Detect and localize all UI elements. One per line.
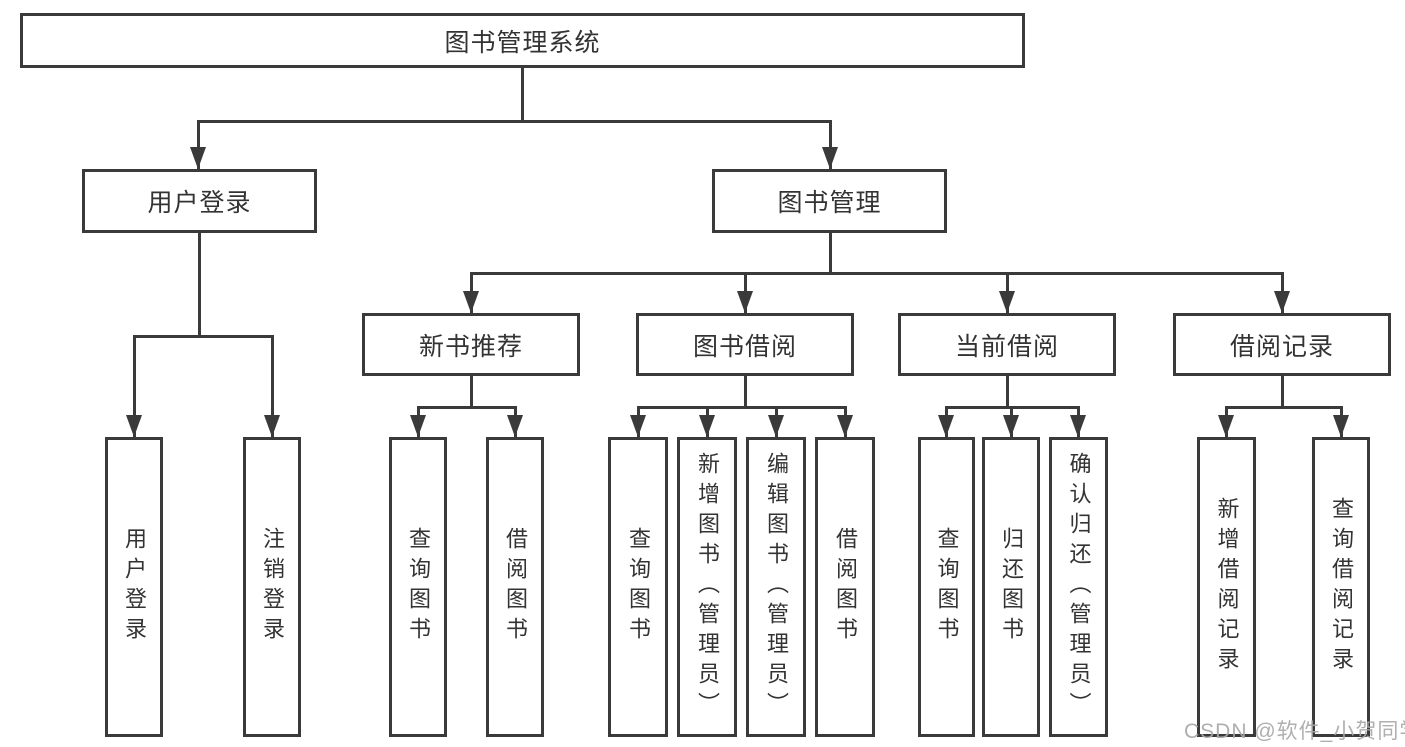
node-current-borrow: 当前借阅	[898, 313, 1116, 376]
connector-book-borrow-split	[637, 406, 847, 409]
leaf-add-borrow-record-label: 新增借阅记录	[1214, 497, 1240, 677]
node-root-label: 图书管理系统	[444, 28, 601, 57]
leaf-user-login-label: 用户登录	[122, 527, 147, 647]
leaf-query-books-rec-label: 查询图书	[406, 527, 431, 647]
leaf-add-book-admin: 新增图书（管理员）	[677, 437, 737, 737]
arrowhead-leaf-query2	[630, 415, 646, 437]
arrowhead-new-book	[463, 291, 479, 313]
node-book-borrow-label: 图书借阅	[692, 332, 797, 361]
connector-user-login-drop	[198, 233, 201, 336]
arrowhead-book-mgmt	[822, 147, 838, 169]
arrowhead-leaf-query1	[410, 415, 426, 437]
connector-root-drop	[521, 68, 524, 122]
connector-book-mgmt-drop	[829, 233, 832, 274]
leaf-add-borrow-record: 新增借阅记录	[1197, 437, 1256, 737]
node-borrow-records: 借阅记录	[1173, 313, 1391, 376]
arrowhead-user-login	[190, 147, 206, 169]
leaf-query-books-borrow-label: 查询图书	[626, 527, 651, 647]
leaf-user-login: 用户登录	[105, 437, 163, 737]
connector-new-book-drop	[470, 376, 473, 409]
leaf-borrow-books-rec: 借阅图书	[486, 437, 544, 737]
connector-to-user-login	[197, 120, 200, 169]
leaf-query-books-rec: 查询图书	[389, 437, 447, 737]
arrowhead-book-borrow	[737, 291, 753, 313]
node-book-mgmt: 图书管理	[712, 169, 947, 233]
leaf-add-book-admin-label: 新增图书（管理员）	[695, 452, 720, 722]
node-book-borrow: 图书借阅	[636, 313, 854, 376]
connector-to-book-mgmt	[829, 120, 832, 169]
arrowhead-leaf-add-record	[1218, 415, 1234, 437]
connector-current-borrow-drop	[1006, 376, 1009, 409]
leaf-borrow-books: 借阅图书	[815, 437, 875, 737]
connector-to-leaf-logout	[271, 335, 274, 437]
leaf-confirm-return-admin-label: 确认归还（管理员）	[1066, 452, 1092, 722]
leaf-edit-book-admin: 编辑图书（管理员）	[746, 437, 806, 737]
connector-borrow-records-drop	[1281, 376, 1284, 409]
leaf-borrow-books-rec-label: 借阅图书	[503, 527, 528, 647]
node-borrow-records-label: 借阅记录	[1229, 332, 1334, 361]
arrowhead-leaf-return	[1003, 415, 1019, 437]
node-new-book-rec-label: 新书推荐	[418, 332, 523, 361]
connector-book-borrow-drop	[744, 376, 747, 409]
arrowhead-leaf-query-record	[1333, 415, 1349, 437]
arrowhead-leaf-borrow1	[507, 415, 523, 437]
connector-new-book-split	[417, 406, 517, 409]
arrowhead-leaf-confirm-return	[1070, 415, 1086, 437]
leaf-query-borrow-record-label: 查询借阅记录	[1329, 497, 1354, 677]
node-book-mgmt-label: 图书管理	[777, 189, 882, 217]
arrowhead-leaf-add-book	[699, 415, 715, 437]
leaf-confirm-return-admin: 确认归还（管理员）	[1049, 437, 1108, 737]
leaf-borrow-books-label: 借阅图书	[833, 527, 858, 647]
leaf-return-books-label: 归还图书	[999, 527, 1024, 647]
connector-user-login-split	[133, 335, 274, 338]
leaf-logout-label: 注销登录	[260, 527, 285, 647]
arrowhead-leaf-borrow2	[837, 415, 853, 437]
arrowhead-leaf-query3	[938, 415, 954, 437]
leaf-return-books: 归还图书	[982, 437, 1040, 737]
leaf-query-books-borrow: 查询图书	[608, 437, 668, 737]
arrowhead-current-borrow	[999, 291, 1015, 313]
leaf-logout: 注销登录	[243, 437, 301, 737]
node-new-book-rec: 新书推荐	[362, 313, 580, 376]
arrowhead-leaf-login	[126, 415, 142, 437]
csdn-watermark: CSDN @软件_小贺同学	[1184, 720, 1405, 743]
leaf-query-books-current-label: 查询图书	[934, 527, 960, 647]
connector-borrow-records-split	[1225, 406, 1342, 409]
arrowhead-leaf-edit-book	[768, 415, 784, 437]
node-root: 图书管理系统	[20, 13, 1025, 68]
arrowhead-leaf-logout	[264, 415, 280, 437]
node-user-login: 用户登录	[82, 169, 317, 233]
connector-to-leaf-login	[133, 335, 136, 437]
leaf-query-borrow-record: 查询借阅记录	[1312, 437, 1370, 737]
connector-root-split	[197, 120, 831, 123]
leaf-query-books-current: 查询图书	[918, 437, 975, 737]
connector-book-mgmt-split	[470, 272, 1284, 275]
arrowhead-borrow-records	[1274, 291, 1290, 313]
node-current-borrow-label: 当前借阅	[954, 332, 1059, 361]
node-user-login-label: 用户登录	[147, 189, 252, 217]
leaf-edit-book-admin-label: 编辑图书（管理员）	[764, 452, 789, 722]
